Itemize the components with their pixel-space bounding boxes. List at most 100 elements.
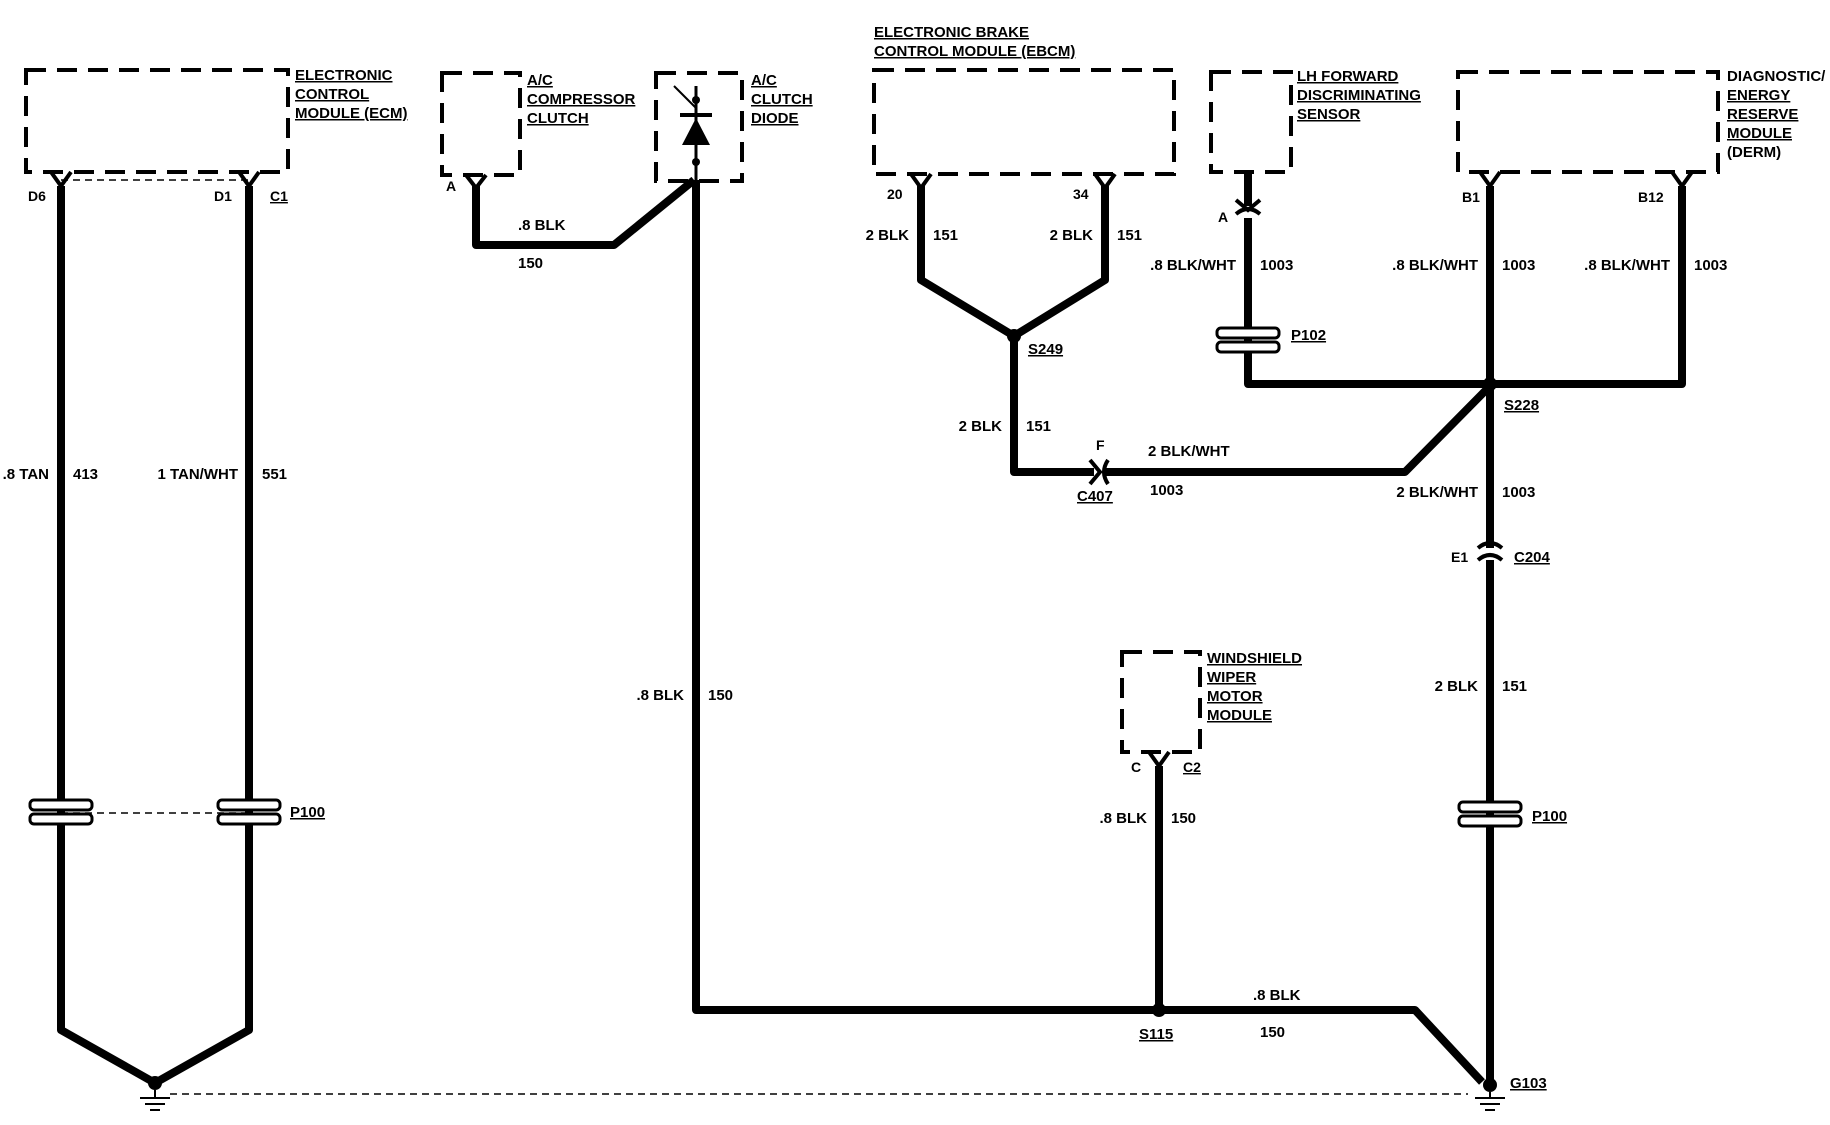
wire-s115-g103 [1159,1006,1485,1085]
wire-413-gauge: .8 TAN [3,466,49,483]
wiper-label: WINDSHIELD WIPER MOTOR MODULE [1207,650,1302,724]
wiper-connector-label: C2 [1183,759,1201,775]
wires [57,172,1686,1087]
ecm-label: ELECTRONIC CONTROL MODULE (ECM) [295,67,408,122]
wire-sensor-circuit: 1003 [1260,257,1293,274]
ecm-connector-label: C1 [270,188,288,204]
derm-box [1456,70,1720,174]
svg-text:CLUTCH: CLUTCH [751,91,813,108]
wire-clutch-150 [472,176,697,249]
ecm-box [24,68,290,174]
pin-c204-e1-label: E1 [1451,549,1468,565]
g103-label: G103 [1510,1075,1547,1092]
wire-b12-circuit: 1003 [1694,257,1727,274]
p100-connector-middle [216,798,282,826]
wire-s249-gauge: 2 BLK [959,418,1003,435]
ground-left-symbol [140,1076,170,1111]
p100-label: P100 [290,804,325,821]
svg-text:DIAGNOSTIC/: DIAGNOSTIC/ [1727,68,1826,85]
pin-wiper-c-fork [1147,750,1171,770]
wire-c407-gauge: 2 BLK/WHT [1148,443,1230,460]
wire-s228-circuit: 1003 [1502,484,1535,501]
pin-wiper-c-label: C [1131,759,1141,775]
c407-label: C407 [1077,488,1113,505]
svg-text:ELECTRONIC BRAKE: ELECTRONIC BRAKE [874,24,1029,41]
c204-label: C204 [1514,549,1551,566]
pin-b1-fork [1478,170,1502,190]
svg-text:WIPER: WIPER [1207,669,1256,686]
ac-diode-label: A/C CLUTCH DIODE [751,72,813,127]
wire-ebcm34-151 [1011,186,1109,340]
svg-text:MODULE: MODULE [1727,125,1792,142]
p100-connector-right [1457,800,1523,828]
s115-label: S115 [1139,1026,1173,1043]
pin-b1-label: B1 [1462,189,1480,205]
wire-b1-gauge: .8 BLK/WHT [1392,257,1478,274]
g103-ground-symbol [1475,1078,1505,1111]
wire-c204-gauge: 2 BLK [1435,678,1479,695]
c204-connector [1476,541,1504,562]
wire-s249-circuit: 151 [1026,418,1051,435]
pin-d1-label: D1 [214,188,232,204]
pin-d6-fork [49,170,73,190]
pin-d1-fork [237,170,261,190]
wire-derm-b12 [1490,186,1686,388]
svg-text:COMPRESSOR: COMPRESSOR [527,91,636,108]
svg-text:MOTOR: MOTOR [1207,688,1263,705]
wire-diode-circuit: 150 [708,687,733,704]
reference-labels: P100 P100 P102 C407 C204 S249 S228 S115 … [290,327,1567,1092]
svg-text:LH FORWARD: LH FORWARD [1297,68,1399,85]
s228-label: S228 [1504,397,1539,414]
pin-ebcm34-fork [1093,172,1117,192]
wire-labels: .8 TAN 413 1 TAN/WHT 551 .8 BLK 150 .8 B… [3,217,1728,1041]
wire-s115-gauge: .8 BLK [1253,987,1301,1004]
wire-clutch-circuit: 150 [518,255,543,272]
s228-splice-dot [1483,377,1497,391]
wire-551-gauge: 1 TAN/WHT [157,466,238,483]
svg-text:WINDSHIELD: WINDSHIELD [1207,650,1302,667]
lh-sensor-box [1209,70,1293,174]
pin-d6-label: D6 [28,188,46,204]
pin-b12-label: B12 [1638,189,1664,205]
svg-text:A/C: A/C [751,72,777,89]
wire-ebcm34-circuit: 151 [1117,227,1142,244]
ac-clutch-label: A/C COMPRESSOR CLUTCH [527,72,636,127]
wire-clutch-gauge: .8 BLK [518,217,566,234]
wire-ebcm20-circuit: 151 [933,227,958,244]
s249-label: S249 [1028,341,1063,358]
wire-ebcm20-151 [917,186,1017,340]
svg-text:(DERM): (DERM) [1727,144,1781,161]
wire-wiper-circuit: 150 [1171,810,1196,827]
pin-clutch-a-label: A [446,178,456,194]
pin-b12-fork [1670,170,1694,190]
wire-diode-gauge: .8 BLK [636,687,684,704]
p102-label: P102 [1291,327,1326,344]
wire-diode-150 [692,180,1159,1014]
pin-c407-f-label: F [1096,437,1105,453]
pin-clutch-a-fork [464,173,488,192]
pin-sensor-a-label: A [1218,209,1228,225]
wire-sensor-1003 [1244,218,1490,388]
svg-text:DISCRIMINATING: DISCRIMINATING [1297,87,1421,104]
wire-ecm-551 [153,186,253,1087]
wire-b12-gauge: .8 BLK/WHT [1584,257,1670,274]
wire-c407-circuit: 1003 [1150,482,1183,499]
svg-text:A/C: A/C [527,72,553,89]
pin-ebcm34-label: 34 [1073,186,1089,202]
ac-clutch-box [440,71,522,177]
svg-text:MODULE (ECM): MODULE (ECM) [295,105,408,122]
wire-ecm-413 [57,186,157,1087]
wire-c407-1003 [1104,383,1493,476]
svg-text:ELECTRONIC: ELECTRONIC [295,67,393,84]
wire-551-circuit: 551 [262,466,287,483]
c407-connector [1088,458,1110,486]
pin-ebcm20-fork [909,172,933,192]
wire-b1-circuit: 1003 [1502,257,1535,274]
wiper-box [1120,650,1202,754]
diode-symbol [673,85,712,180]
wire-s115-circuit: 150 [1260,1024,1285,1041]
sensor-a-connector [1234,198,1262,216]
wire-413-circuit: 413 [73,466,98,483]
pin-forks [49,170,1694,770]
